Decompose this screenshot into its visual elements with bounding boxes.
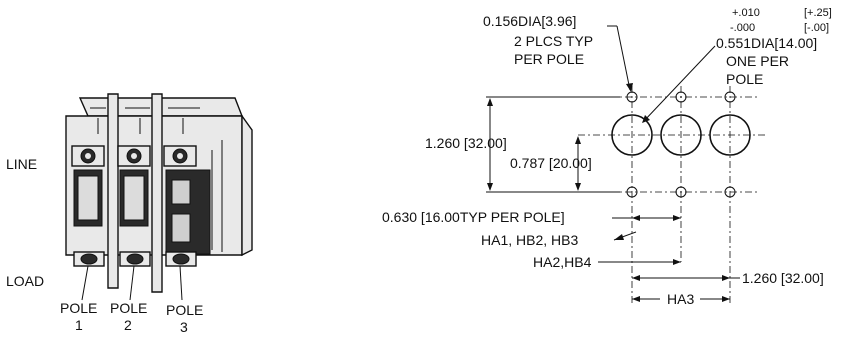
load-terminal-screws — [73, 251, 197, 267]
load-label: LOAD — [6, 273, 44, 289]
large-hole-diameter: 0.551DIA[14.00] — [716, 35, 817, 51]
center-dimension: 0.787 [20.00] — [510, 155, 592, 171]
pole-2-number: 2 — [124, 317, 132, 333]
large-hole-count: ONE PER — [726, 53, 789, 69]
tolerance-minus-mm: [-.00] — [804, 22, 829, 34]
pole-1-number: 1 — [75, 317, 83, 333]
pitch-dimension: 0.630 [16.00TYP PER POLE] — [382, 209, 565, 225]
breaker-side — [241, 113, 253, 257]
center-lines — [578, 86, 765, 305]
cutout-drawing — [486, 25, 765, 305]
large-hole-per-pole: POLE — [726, 71, 763, 87]
tolerance-plus-mm: [+.25] — [804, 7, 832, 19]
span-dimension: 1.260 [32.00] — [742, 270, 824, 286]
height-dimension: 1.260 [32.00] — [425, 135, 507, 151]
pole-divider-2 — [151, 93, 163, 293]
pole-3-number: 3 — [180, 319, 188, 335]
pole-1-word: POLE — [60, 300, 97, 316]
ha3-label: HA3 — [667, 291, 694, 307]
small-hole-per-pole: PER POLE — [514, 51, 584, 67]
pole-2-word: POLE — [110, 300, 147, 316]
breaker-illustration — [65, 93, 253, 301]
line-label: LINE — [6, 156, 37, 172]
ha2-label: HA2,HB4 — [533, 254, 592, 270]
line-terminal-screws — [71, 145, 197, 167]
pole-3-word: POLE — [166, 302, 203, 318]
small-hole-count: 2 PLCS TYP — [514, 33, 593, 49]
ha1-label: HA1, HB2, HB3 — [481, 232, 578, 248]
tolerance-plus: +.010 — [732, 7, 760, 19]
small-hole-diameter: 0.156DIA[3.96] — [483, 13, 576, 29]
pole-divider-1 — [107, 93, 119, 289]
tolerance-minus: -.000 — [730, 22, 755, 34]
